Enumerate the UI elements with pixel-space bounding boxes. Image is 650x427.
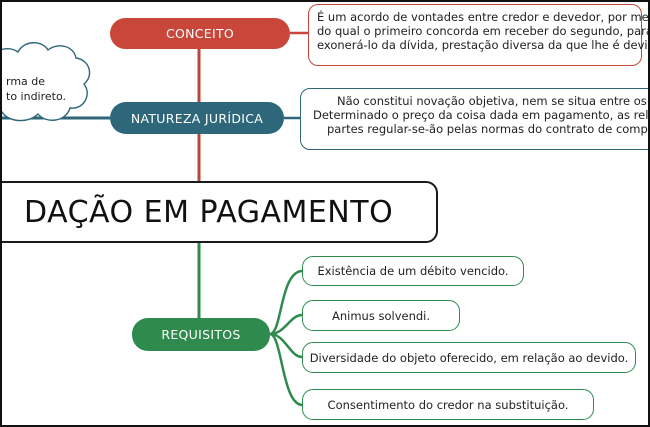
requisitos-node[interactable]: REQUISITOS (132, 318, 270, 351)
conceito-card: É um acordo de vontades entre credor e d… (308, 4, 650, 66)
natureza-line-3: partes regular-se-ão pelas normas do con… (327, 122, 650, 136)
requisito-item-2-text: Animus solvendi. (331, 308, 431, 323)
requisito-item-1-text: Existência de um débito vencido. (317, 264, 509, 278)
connector-req-1 (269, 269, 303, 336)
conceito-line-1: É um acordo de vontades entre credor e d… (317, 10, 650, 24)
cloud-line-1: rma de (6, 75, 46, 88)
conceito-label: CONCEITO (165, 26, 235, 41)
natureza-line-1: Não constitui novação objetiva, nem se s… (337, 94, 650, 108)
requisito-item-3: Diversidade do objeto oferecido, em rela… (302, 342, 636, 373)
cloud-note: rma de to indireto. (6, 74, 66, 104)
natureza-card: Não constitui novação objetiva, nem se s… (300, 88, 650, 150)
natureza-node[interactable]: NATUREZA JURÍDICA (110, 102, 284, 134)
requisito-item-2: Animus solvendi. (302, 300, 460, 331)
conceito-line-2: do qual o primeiro concorda em receber d… (317, 24, 650, 38)
natureza-line-2: Determinado o preço da coisa dada em pag… (313, 108, 650, 122)
main-title: DAÇÃO EM PAGAMENTO (0, 181, 438, 243)
conceito-node[interactable]: CONCEITO (110, 18, 290, 49)
requisito-item-4: Consentimento do credor na substituição. (302, 389, 594, 420)
requisitos-label: REQUISITOS (161, 327, 241, 342)
connector-req-4 (269, 332, 303, 407)
requisito-item-4-text: Consentimento do credor na substituição. (327, 397, 569, 412)
cloud-line-2: to indireto. (6, 90, 67, 103)
cloud-shape (0, 42, 91, 122)
conceito-line-3: exonerá-lo da dívida, prestação diversa … (317, 38, 650, 52)
main-title-text: DAÇÃO EM PAGAMENTO (24, 194, 394, 230)
natureza-label: NATUREZA JURÍDICA (130, 110, 264, 126)
requisito-item-3-text: Diversidade do objeto oferecido, em rela… (309, 350, 629, 365)
requisito-item-1: Existência de um débito vencido. (302, 256, 524, 286)
